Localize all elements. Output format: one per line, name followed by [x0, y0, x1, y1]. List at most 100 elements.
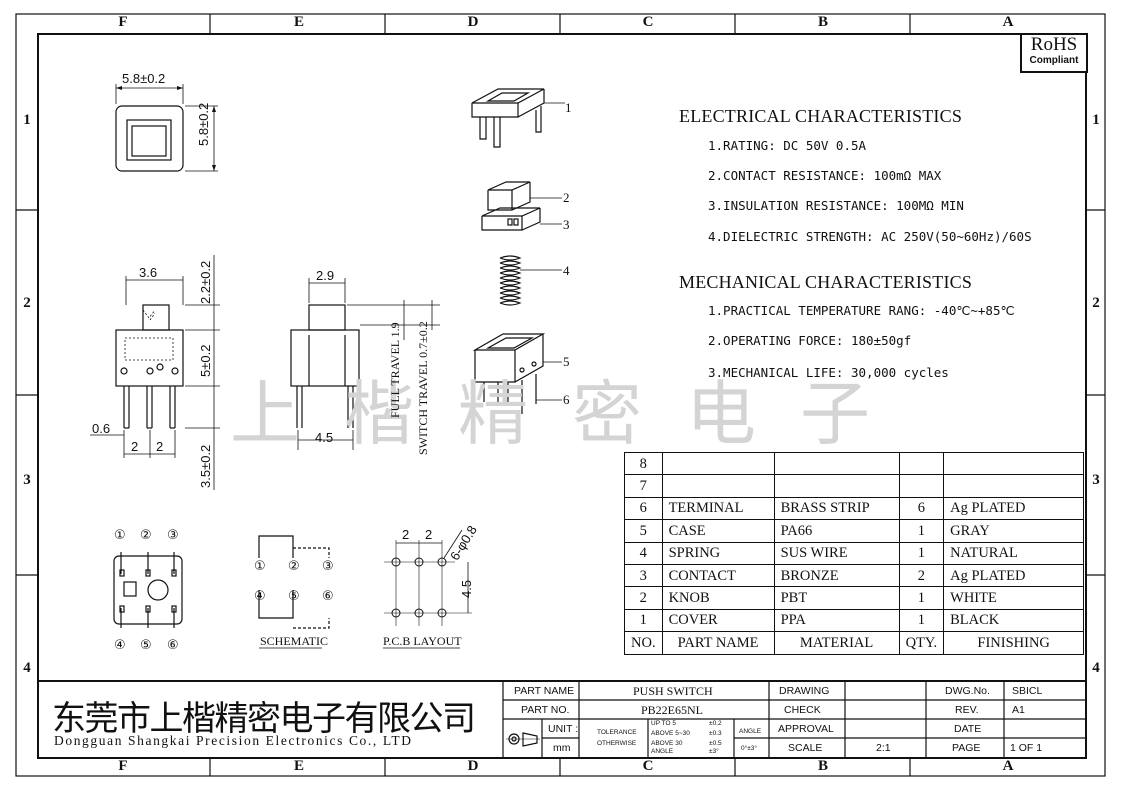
otherwise-label: OTHERWISE — [597, 740, 637, 747]
schematic-pin-4: ④ — [254, 589, 266, 604]
bom-part: CASE — [661, 519, 775, 543]
pcb-layout-label: P.C.B LAYOUT — [383, 634, 462, 648]
page-value: 1 OF 1 — [1010, 742, 1043, 754]
zone-col-a-bottom: A — [1002, 758, 1014, 774]
tol-above-30: ABOVE 30 — [651, 740, 683, 747]
callout-5: 5 — [563, 354, 570, 369]
rev-value: A1 — [1012, 704, 1025, 716]
callout-2: 2 — [563, 190, 570, 205]
check-label: CHECK — [784, 704, 821, 716]
zone-row-4-right: 4 — [1092, 660, 1100, 676]
rohs-badge: RoHS Compliant — [1020, 33, 1088, 73]
callout-6: 6 — [563, 392, 570, 407]
bom-finishing — [943, 474, 1085, 498]
front-view — [90, 255, 220, 490]
company-name-cn: 东莞市上楷精密电子有限公司 — [52, 699, 476, 739]
electrical-item: 4.DIELECTRIC STRENGTH: AC 250V(50~60Hz)/… — [708, 229, 1032, 244]
dim-front-top: 2.2±0.2 — [198, 260, 213, 304]
angle-value: 0°±3° — [741, 745, 757, 752]
tol-above-5-value: ±0.3 — [709, 730, 722, 737]
title-block-grid — [38, 680, 1086, 758]
company-name-en: Dongguan Shangkai Precision Electronics … — [54, 733, 413, 748]
zone-col-b: B — [817, 14, 828, 30]
part-no-label: PART NO. — [521, 704, 570, 716]
zone-row-3: 3 — [23, 472, 31, 488]
bom-header-qty: QTY. — [898, 631, 945, 655]
unit-value: mm — [553, 742, 571, 754]
dim-pin-pitch-b: 2 — [156, 439, 164, 454]
bom-part — [661, 451, 775, 476]
bom-material: BRASS STRIP — [773, 496, 900, 521]
schematic-label: SCHEMATIC — [260, 634, 329, 648]
bom-part: TERMINAL — [661, 496, 775, 521]
pin-label-3: ③ — [167, 528, 179, 543]
zone-col-c-bottom: C — [642, 758, 654, 774]
callout-3: 3 — [563, 217, 570, 232]
bom-no: 8 — [624, 451, 663, 476]
dim-top-width: 5.8±0.2 — [122, 71, 166, 86]
inner-frame — [37, 33, 1087, 759]
tolerance-label: TOLERANCE — [597, 729, 637, 736]
dim-pin-width: 0.6 — [92, 421, 111, 436]
zone-col-c: C — [642, 14, 654, 30]
bom-finishing: GRAY — [943, 519, 1085, 543]
pin-label-1: ① — [114, 528, 126, 543]
bom-part: KNOB — [661, 586, 775, 610]
zone-col-f-bottom: F — [118, 758, 128, 774]
pcb-layout — [383, 529, 472, 649]
dim-side-span: 4.5 — [315, 430, 334, 445]
electrical-item: 3.INSULATION RESISTANCE: 100MΩ MIN — [708, 198, 964, 213]
bom-finishing: Ag PLATED — [943, 496, 1085, 521]
dim-pin-pitch-a: 2 — [131, 439, 139, 454]
tol-up-to-5-value: ±0.2 — [709, 720, 722, 727]
electrical-item: 1.RATING: DC 50V 0.5A — [708, 138, 867, 153]
dim-side-width: 2.9 — [316, 268, 335, 283]
bom-material — [773, 451, 900, 476]
tol-angle-value: ±3° — [709, 748, 719, 755]
approval-label: APPROVAL — [778, 723, 834, 735]
zone-col-b-bottom: B — [817, 758, 828, 774]
dim-front-pin: 3.5±0.2 — [198, 444, 213, 488]
dim-switch-travel: SWITCH TRAVEL 0.7±0.2 — [416, 321, 430, 455]
zone-row-2-right: 2 — [1092, 295, 1100, 311]
bom-material: PA66 — [773, 519, 900, 543]
bom-part — [661, 474, 775, 498]
rohs-compliant: Compliant — [1029, 55, 1079, 66]
mechanical-item: 2.OPERATING FORCE: 180±50gf — [708, 333, 912, 348]
table-row: 7 — [624, 474, 1085, 498]
side-view — [290, 278, 440, 450]
pin-label-2: ② — [140, 528, 152, 543]
callout-4: 4 — [563, 263, 570, 278]
bom-material: SUS WIRE — [773, 541, 900, 565]
bom-no: 2 — [624, 586, 663, 610]
mechanical-item: 1.PRACTICAL TEMPERATURE RANG: -40℃~+85℃ — [708, 303, 1015, 318]
scale-label: SCALE — [788, 742, 823, 754]
schematic-pin-5: ⑤ — [288, 589, 300, 604]
exploded-view — [471, 88, 565, 414]
dwg-no: SBICL — [1012, 685, 1043, 697]
bom-material: PBT — [773, 586, 900, 610]
zone-col-f: F — [118, 14, 128, 30]
bom-finishing: BLACK — [943, 608, 1085, 633]
bom-finishing: NATURAL — [943, 541, 1085, 565]
mechanical-title: MECHANICAL CHARACTERISTICS — [679, 272, 973, 292]
tol-up-to-5: UP TO 5 — [651, 720, 676, 727]
bom-part: COVER — [661, 608, 775, 633]
bom-material — [773, 474, 900, 498]
bom-no: 6 — [624, 496, 663, 521]
rohs-title: RoHS — [1030, 34, 1078, 55]
schematic-diagram — [258, 535, 330, 649]
bom-qty: 2 — [898, 563, 945, 588]
top-view — [115, 84, 218, 172]
mechanical-item: 3.MECHANICAL LIFE: 30,000 cycles — [708, 365, 949, 380]
bom-part: CONTACT — [661, 563, 775, 588]
tol-above-5: ABOVE 5~30 — [651, 730, 690, 737]
part-no: PB22E65NL — [641, 703, 704, 717]
